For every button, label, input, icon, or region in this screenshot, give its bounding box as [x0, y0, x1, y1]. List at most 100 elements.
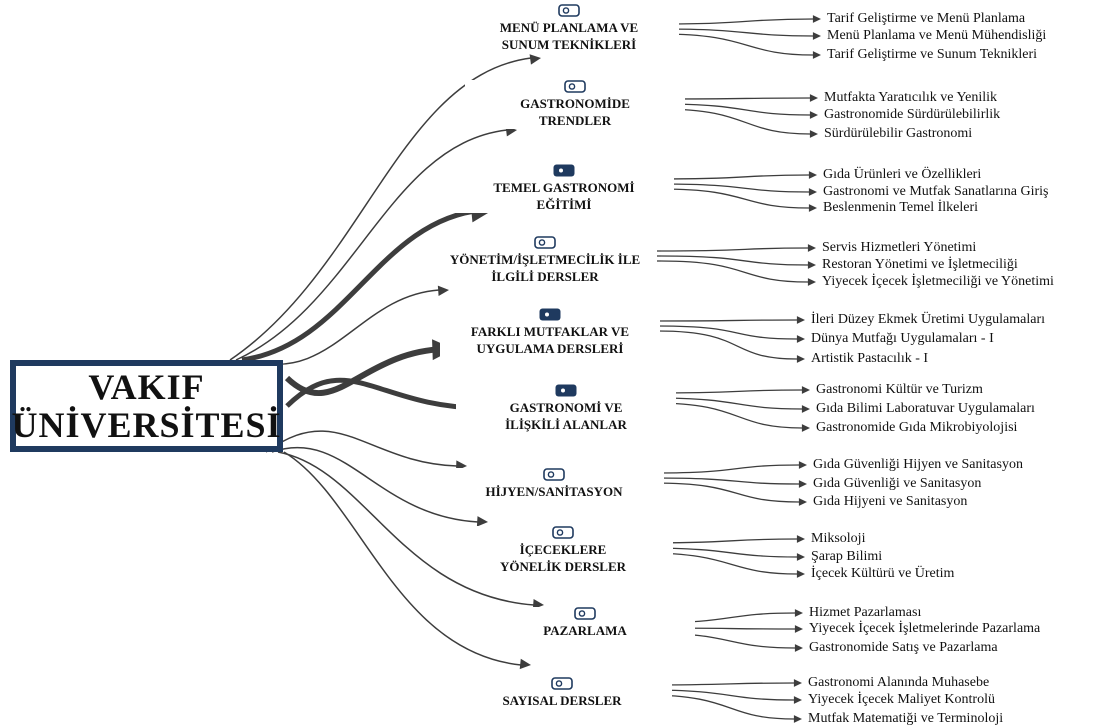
category-title-line1: İÇECEKLERE	[519, 542, 607, 557]
leaf-arrowhead	[796, 316, 805, 324]
course-leaf: Artistik Pastacılık - I	[811, 351, 929, 366]
category-title-line2: İLİŞKİLİ ALANLAR	[505, 417, 627, 432]
course-leaf: Gastronomi Alanında Muhasebe	[808, 675, 990, 690]
category-title-line1: YÖNETİM/İŞLETMECİLİK İLE	[449, 252, 641, 267]
course-leaf: Restoran Yönetimi ve İşletmeciliği	[822, 257, 1018, 272]
course-leaf: Gastronomide Satış ve Pazarlama	[809, 640, 998, 655]
leaf-arrowhead	[808, 204, 817, 212]
leaf-connector	[660, 108, 811, 135]
category-node: SAYISAL DERSLER	[452, 677, 672, 709]
toggle-on-icon	[555, 384, 577, 397]
leaf-arrowhead	[798, 498, 807, 506]
branch-connector	[271, 446, 479, 523]
leaf-connector	[657, 325, 798, 340]
toggle-off-icon	[574, 607, 596, 620]
leaf-arrowhead	[793, 679, 802, 687]
category-title-line1: MENÜ PLANLAMA VE	[499, 20, 639, 35]
category-title-line1: SAYISAL DERSLER	[502, 693, 622, 708]
course-leaf: Hizmet Pazarlaması	[809, 605, 922, 620]
course-leaf: Miksoloji	[811, 531, 866, 546]
course-leaf: Yiyecek İçecek İşletmelerinde Pazarlama	[809, 621, 1041, 636]
toggle-on-icon	[553, 164, 575, 177]
course-leaf: İleri Düzey Ekmek Üretimi Uygulamaları	[811, 312, 1046, 327]
leaf-arrowhead	[808, 171, 817, 179]
leaf-connector	[644, 547, 798, 558]
leaf-arrowhead	[794, 644, 803, 652]
leaf-arrowhead	[793, 715, 802, 723]
leaf-connector	[660, 255, 809, 266]
leaf-connector	[660, 174, 810, 180]
leaf-arrowhead	[796, 535, 805, 543]
toggle-off-icon	[552, 526, 574, 539]
course-leaf: Gıda Güvenliği Hijyen ve Sanitasyon	[813, 457, 1023, 472]
leaf-connector	[660, 28, 814, 37]
category-node: GASTRONOMİDE TRENDLER	[465, 80, 685, 129]
course-leaf: Beslenmenin Temel İlkeleri	[823, 200, 979, 215]
course-leaf: Gıda Ürünleri ve Özellikleri	[823, 167, 982, 182]
course-leaf: Mutfak Matematiği ve Terminoloji	[808, 711, 1004, 726]
branch-connector	[235, 129, 508, 361]
category-node: MENÜ PLANLAMA VE SUNUM TEKNİKLERİ	[459, 4, 679, 53]
leaf-arrowhead	[807, 261, 816, 269]
leaf-connector	[660, 33, 814, 56]
course-leaf: İçecek Kültürü ve Üretim	[811, 566, 955, 581]
leaf-connector	[645, 682, 795, 686]
leaf-arrowhead	[801, 424, 810, 432]
leaf-arrowhead	[801, 386, 810, 394]
course-leaf: Servis Hizmetleri Yönetimi	[822, 240, 977, 255]
category-title-line1: TEMEL GASTRONOMİ	[493, 180, 635, 195]
leaf-arrowhead	[812, 32, 821, 40]
toggle-on-icon	[539, 308, 561, 321]
leaf-arrowhead	[796, 335, 805, 343]
category-node: HİJYEN/SANİTASYON	[444, 468, 664, 500]
leaf-connector	[660, 247, 809, 252]
category-title-line1: HİJYEN/SANİTASYON	[485, 484, 623, 499]
branch-arrowhead	[437, 285, 449, 296]
course-leaf: Tarif Geliştirme ve Sunum Teknikleri	[827, 47, 1038, 62]
course-leaf: Gıda Hijyeni ve Sanitasyon	[813, 494, 968, 509]
toggle-off-icon	[534, 236, 556, 249]
root-title-line1: VAKIF	[88, 367, 205, 407]
leaf-arrowhead	[796, 553, 805, 561]
branch-connector	[229, 57, 532, 361]
toggle-off-icon	[564, 80, 586, 93]
leaf-arrowhead	[794, 625, 803, 633]
category-title-line2: UYGULAMA DERSLERİ	[476, 341, 624, 356]
branch-arrowhead	[529, 54, 541, 65]
leaf-connector	[645, 694, 795, 720]
course-leaf: Gastronomide Sürdürülebilirlik	[824, 107, 1001, 122]
leaf-arrowhead	[809, 111, 818, 119]
leaf-connector	[645, 689, 795, 701]
branch-arrowhead	[532, 598, 544, 610]
course-leaf: Yiyecek İçecek İşletmeciliği ve Yönetimi	[822, 274, 1054, 289]
leaf-arrowhead	[807, 278, 816, 286]
leaf-connector	[653, 464, 800, 474]
branch-connector	[283, 451, 522, 666]
branch-connector	[277, 451, 535, 606]
category-title-line2: SUNUM TEKNİKLERİ	[501, 37, 637, 52]
course-leaf: Gıda Güvenliği ve Sanitasyon	[813, 476, 982, 491]
category-node: PAZARLAMA	[475, 607, 695, 639]
leaf-arrowhead	[793, 696, 802, 704]
leaf-arrowhead	[809, 94, 818, 102]
category-title-line2: TRENDLER	[538, 113, 612, 128]
course-leaf: Gastronomi ve Mutfak Sanatlarına Giriş	[823, 184, 1049, 199]
leaf-connector	[644, 552, 798, 575]
leaf-connector	[657, 330, 798, 360]
leaf-arrowhead	[798, 461, 807, 469]
category-title-line2: İLGİLİ DERSLER	[491, 269, 599, 284]
category-title-line1: GASTRONOMİDE	[520, 96, 630, 111]
course-leaf: Şarap Bilimi	[811, 549, 883, 564]
course-leaf: Gıda Bilimi Laboratuvar Uygulamaları	[816, 401, 1035, 416]
course-leaf: Dünya Mutfağı Uygulamaları - I	[811, 331, 994, 346]
branch-connector	[241, 207, 484, 363]
category-node: İÇECEKLERE YÖNELİK DERSLER	[453, 526, 673, 575]
course-leaf: Menü Planlama ve Menü Mühendisliği	[827, 28, 1047, 43]
root-node: VAKIF ÜNİVERSİTESİ	[10, 360, 283, 452]
category-title-line2: YÖNELİK DERSLER	[499, 559, 627, 574]
branch-arrowhead	[519, 658, 531, 670]
toggle-off-icon	[558, 4, 580, 17]
